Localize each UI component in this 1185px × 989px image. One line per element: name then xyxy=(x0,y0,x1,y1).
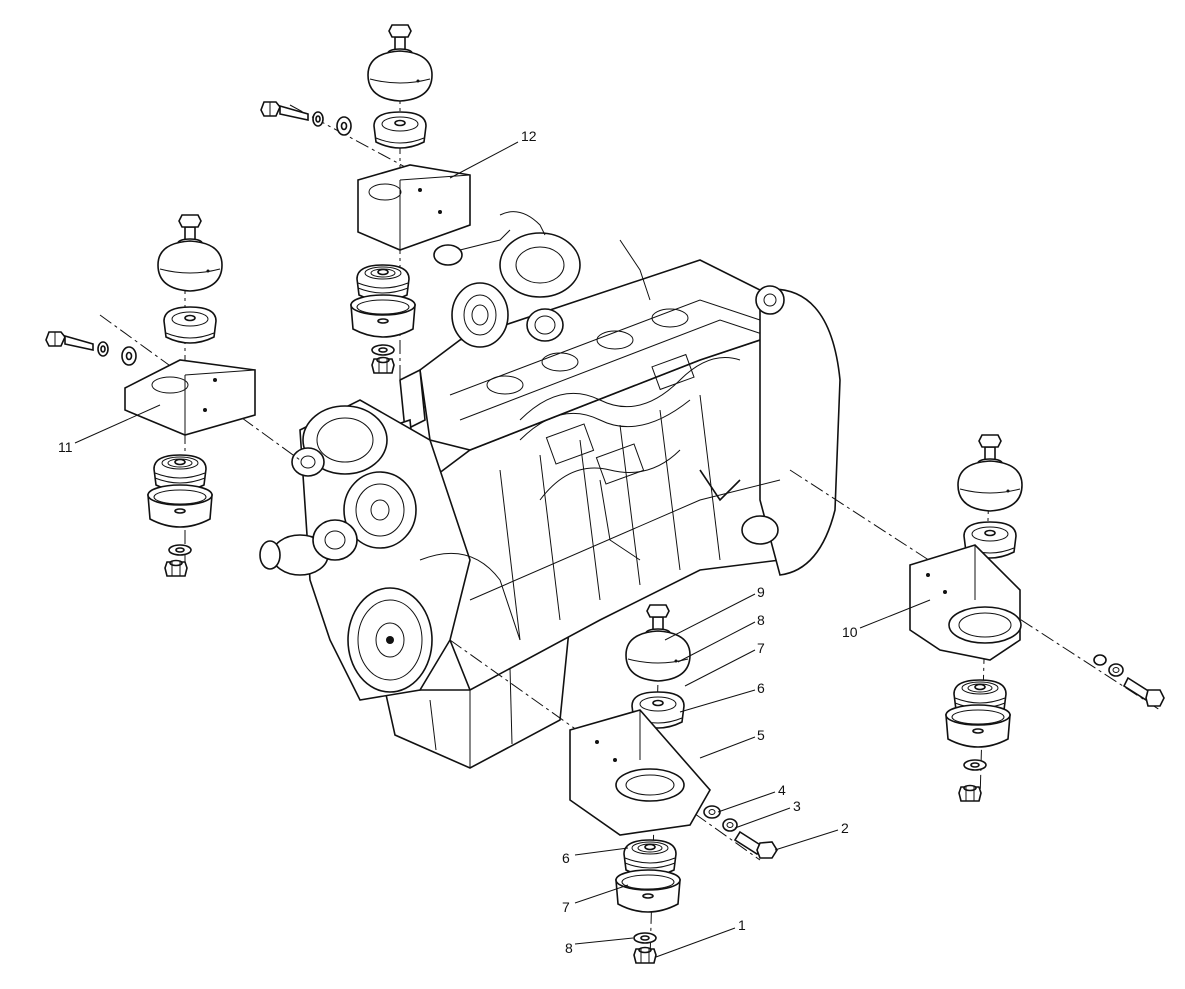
engine-mount-10 xyxy=(909,434,1165,802)
callout-12: 12 xyxy=(521,128,537,144)
callout-6-upper: 6 xyxy=(757,680,765,696)
callout-7-lower: 7 xyxy=(562,899,570,915)
leader-lines xyxy=(74,141,931,958)
callout-10: 10 xyxy=(842,624,858,640)
callout-8-lower: 8 xyxy=(565,940,573,956)
engine-mount-front xyxy=(569,604,778,964)
callout-3: 3 xyxy=(793,798,801,814)
callout-7-upper: 7 xyxy=(757,640,765,656)
engine-mount-12 xyxy=(260,24,471,374)
callout-2: 2 xyxy=(841,820,849,836)
callout-8-upper: 8 xyxy=(757,612,765,628)
engine-assembly xyxy=(259,211,841,769)
callout-1: 1 xyxy=(738,917,746,933)
callout-labels: 1 2 3 4 5 6 6 7 7 8 8 9 10 11 12 xyxy=(58,128,858,956)
callout-4: 4 xyxy=(778,782,786,798)
callout-5: 5 xyxy=(757,727,765,743)
callout-11: 11 xyxy=(58,439,73,455)
engine-mount-11 xyxy=(45,214,256,577)
callout-9: 9 xyxy=(757,584,765,600)
callout-6-lower: 6 xyxy=(562,850,570,866)
